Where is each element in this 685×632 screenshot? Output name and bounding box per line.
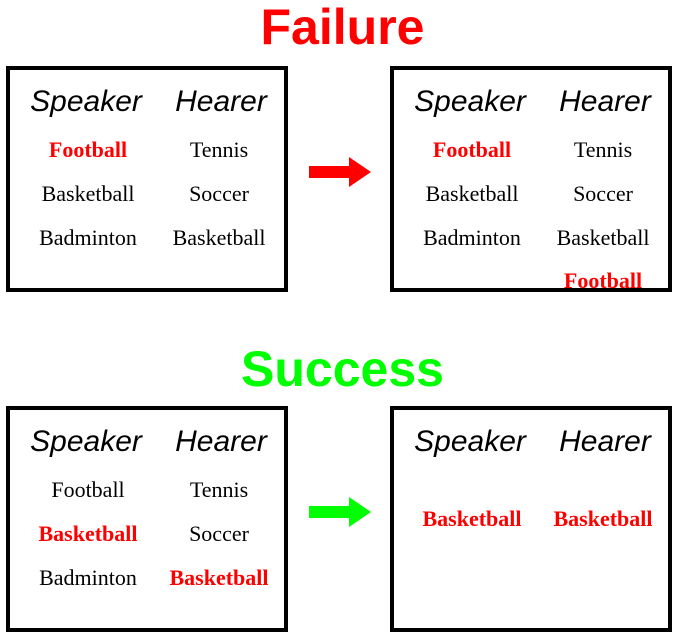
failure-title: Failure: [260, 0, 425, 55]
hearer-word: Soccer: [189, 521, 249, 546]
hearer-header: Hearer: [175, 425, 267, 458]
hearer-header: Hearer: [559, 425, 651, 458]
speaker-header: Speaker: [30, 85, 142, 118]
hearer-header: Hearer: [175, 85, 267, 118]
speaker-word: Basketball: [422, 506, 522, 531]
speaker-word: Basketball: [425, 181, 519, 206]
speaker-word: Badminton: [423, 225, 521, 250]
speaker-header: Speaker: [414, 85, 526, 118]
speaker-word: Football: [51, 477, 125, 502]
speaker-word: Badminton: [39, 225, 137, 250]
failure-arrow-shape: [309, 157, 371, 187]
hearer-word: Tennis: [573, 137, 633, 162]
hearer-word: Basketball: [553, 506, 653, 531]
success-after-panel: Speaker Hearer Basketball Basketball: [390, 406, 672, 632]
speaker-word: Badminton: [39, 565, 137, 590]
failure-after-panel: Speaker Hearer Football Basketball Badmi…: [390, 66, 672, 293]
speaker-header: Speaker: [30, 425, 142, 458]
hearer-word: Soccer: [573, 181, 633, 206]
hearer-word: Football: [563, 268, 643, 293]
failure-before-panel: Speaker Hearer Football Basketball Badmi…: [6, 66, 288, 292]
speaker-header: Speaker: [414, 425, 526, 458]
speaker-word: Basketball: [41, 181, 135, 206]
hearer-header: Hearer: [559, 85, 651, 118]
hearer-word: Basketball: [172, 225, 266, 250]
success-before-panel: Speaker Hearer Football Basketball Badmi…: [6, 406, 288, 632]
success-arrow-shape: [309, 497, 371, 527]
hearer-word: Basketball: [556, 225, 650, 250]
hearer-word: Tennis: [189, 477, 249, 502]
hearer-word: Basketball: [169, 565, 269, 590]
hearer-word: Tennis: [189, 137, 249, 162]
speaker-word: Football: [432, 137, 512, 162]
speaker-word: Football: [48, 137, 128, 162]
speaker-word: Basketball: [38, 521, 138, 546]
failure-arrow-icon: [309, 157, 371, 187]
success-arrow-icon: [309, 497, 371, 527]
hearer-word: Soccer: [189, 181, 249, 206]
success-title: Success: [241, 341, 444, 397]
